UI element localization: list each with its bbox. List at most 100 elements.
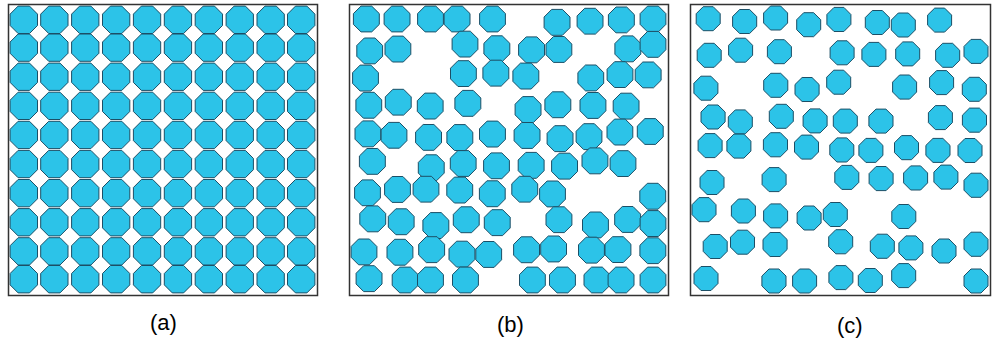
particle xyxy=(932,239,956,263)
particle xyxy=(830,41,854,65)
particle xyxy=(72,121,99,148)
particle xyxy=(226,34,253,61)
particle xyxy=(164,63,191,90)
particle xyxy=(552,153,578,179)
particle xyxy=(257,150,284,177)
particle xyxy=(514,237,540,263)
particle xyxy=(226,6,253,33)
particle xyxy=(964,39,988,63)
container-box xyxy=(691,5,991,296)
particle xyxy=(697,43,721,67)
particle xyxy=(928,106,952,130)
particle xyxy=(257,180,284,207)
particle xyxy=(41,180,68,207)
particle xyxy=(763,133,787,157)
particle xyxy=(615,207,641,233)
particle xyxy=(479,181,505,207)
particle xyxy=(865,11,889,35)
particle xyxy=(257,92,284,119)
particle xyxy=(72,238,99,265)
particle xyxy=(936,43,960,67)
particle xyxy=(164,150,191,177)
particle xyxy=(164,180,191,207)
particle xyxy=(10,180,37,207)
particle xyxy=(388,209,414,235)
particle xyxy=(392,267,418,293)
particle xyxy=(444,6,470,32)
particle xyxy=(103,121,130,148)
particle xyxy=(484,210,510,236)
particle xyxy=(72,92,99,119)
particle xyxy=(385,177,411,203)
particle xyxy=(357,38,383,64)
particle xyxy=(41,63,68,90)
particle xyxy=(41,121,68,148)
particle xyxy=(964,232,988,256)
particle xyxy=(10,150,37,177)
particle xyxy=(512,176,538,202)
particle xyxy=(608,7,634,33)
particle xyxy=(455,90,481,116)
particle xyxy=(694,76,718,100)
particle xyxy=(483,60,509,86)
particle xyxy=(10,63,37,90)
particle xyxy=(703,235,727,259)
particle xyxy=(226,238,253,265)
particle xyxy=(578,65,604,91)
particle xyxy=(958,139,982,163)
particle xyxy=(359,149,385,175)
particle xyxy=(541,236,567,262)
particle xyxy=(257,63,284,90)
container-box xyxy=(350,5,669,296)
particle xyxy=(793,269,817,293)
particle xyxy=(700,171,724,195)
particle xyxy=(762,269,786,293)
particle xyxy=(41,266,68,293)
particle xyxy=(449,241,475,267)
particle xyxy=(580,93,606,119)
particle xyxy=(547,126,573,152)
particle xyxy=(767,40,791,64)
particle xyxy=(869,167,893,191)
particle xyxy=(829,266,853,290)
particle xyxy=(797,13,821,37)
particle xyxy=(830,138,854,162)
particle xyxy=(41,209,68,236)
particle xyxy=(384,6,410,32)
particle xyxy=(579,237,605,263)
particle xyxy=(353,65,379,91)
particle xyxy=(423,213,449,239)
particle xyxy=(640,31,666,57)
particle xyxy=(288,121,315,148)
particle xyxy=(731,230,755,254)
particle xyxy=(893,75,917,99)
particle xyxy=(453,267,479,293)
liquid-particles xyxy=(351,6,666,293)
particle xyxy=(519,37,545,63)
particle xyxy=(72,34,99,61)
particle xyxy=(103,150,130,177)
particle xyxy=(480,6,506,32)
particle xyxy=(899,236,923,260)
particle xyxy=(797,206,821,230)
particle xyxy=(41,34,68,61)
particle xyxy=(582,148,608,174)
particle xyxy=(10,34,37,61)
panel-label: (a) xyxy=(150,310,177,336)
particle xyxy=(833,109,857,133)
particle xyxy=(103,180,130,207)
particle xyxy=(829,230,853,254)
particle xyxy=(10,209,37,236)
particle xyxy=(164,209,191,236)
particle xyxy=(635,62,661,88)
particle xyxy=(513,63,539,89)
particle xyxy=(226,180,253,207)
particle xyxy=(605,237,631,263)
particle xyxy=(858,269,882,293)
particle xyxy=(288,6,315,33)
particle xyxy=(133,6,160,33)
particle xyxy=(164,34,191,61)
particle xyxy=(764,73,788,97)
particle xyxy=(447,125,473,151)
particle xyxy=(103,34,130,61)
